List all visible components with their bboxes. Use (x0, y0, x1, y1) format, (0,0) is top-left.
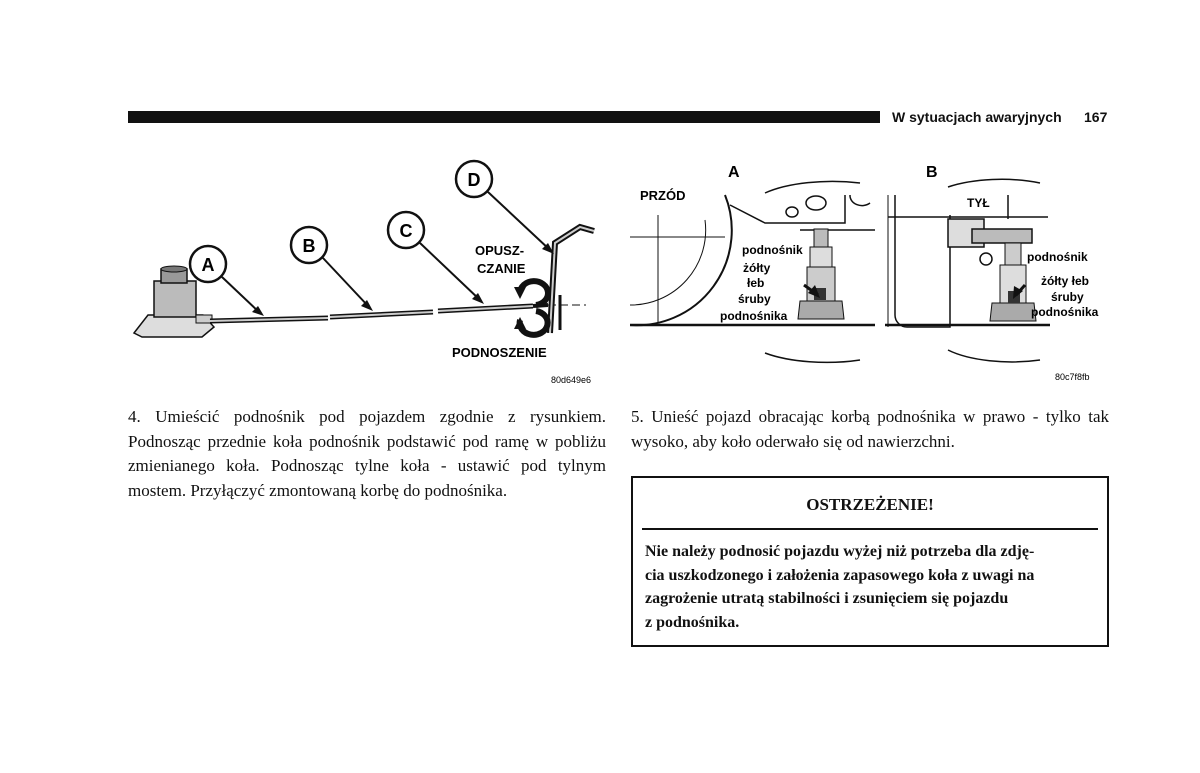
label-bolt-a-3: śruby (738, 292, 771, 306)
callout-b: B (289, 225, 373, 311)
svg-text:A: A (202, 255, 215, 275)
label-bolt-a-4: podnośnika (720, 309, 788, 323)
label-bolt-a-1: żółty (743, 261, 771, 275)
figure-jack-positions: A PRZÓD podnośnik (630, 155, 1110, 390)
warning-line-3: zagrożenie utratą stabilności i zsunięci… (645, 590, 1009, 607)
callout-d: D (454, 159, 554, 254)
crank-rods (209, 303, 586, 324)
label-rear: TYŁ (967, 196, 990, 210)
label-lowering-2: CZANIE (477, 261, 526, 276)
callout-c: C (386, 210, 484, 304)
panel-b: B TYŁ podnośnik żółty łeb śru (885, 164, 1099, 363)
step-5-text: 5. Unieść pojazd obracając korbą podnośn… (631, 407, 1109, 451)
figure-code-right: 80c7f8fb (1055, 372, 1090, 382)
label-front: PRZÓD (640, 188, 686, 203)
warning-divider (642, 528, 1098, 530)
step-4-text: 4. Umieścić podnośnik pod pojazdem zgodn… (128, 407, 606, 500)
warning-line-2: cia uszkodzonego i założenia zapasowego … (645, 566, 1035, 584)
header-rule (128, 111, 880, 123)
label-bolt-b-1: żółty łeb (1041, 274, 1089, 288)
figure-code-left: 80d649e6 (551, 375, 591, 385)
label-bolt-b-2: śruby (1051, 290, 1084, 304)
panel-a: A PRZÓD podnośnik (630, 164, 875, 364)
warning-line-4: z podnośnika. (645, 613, 740, 631)
label-jack-a: podnośnik (742, 243, 803, 257)
label-jack-b: podnośnik (1027, 250, 1088, 264)
warning-title: OSTRZEŻENIE! (806, 495, 934, 514)
warning-box: OSTRZEŻENIE! Nie należy podnosić pojazdu… (631, 476, 1109, 647)
callout-a: A (188, 244, 264, 316)
jack-positions-illustration: A PRZÓD podnośnik (630, 164, 1099, 382)
label-bolt-b-3: podnośnika (1031, 305, 1099, 319)
section-title: W sytuacjach awaryjnych (892, 109, 1062, 125)
label-lowering-1: OPUSZ- (475, 243, 524, 258)
svg-text:B: B (926, 164, 938, 181)
rotation-arrows (514, 278, 551, 338)
svg-text:C: C (400, 221, 413, 241)
label-raising: PODNOSZENIE (452, 345, 547, 360)
jack-assembly-illustration: A B C D OPUSZ- CZANIE PODNOSZENIE 80d649… (132, 159, 595, 385)
svg-text:B: B (303, 236, 316, 256)
svg-text:A: A (728, 164, 740, 181)
svg-text:D: D (468, 170, 481, 190)
warning-text: Nie należy podnosić pojazdu wyżej niż po… (645, 540, 1095, 634)
figure-jack-assembly: A B C D OPUSZ- CZANIE PODNOSZENIE 80d649… (128, 155, 608, 390)
crank-handle (547, 223, 595, 334)
page-number: 167 (1084, 109, 1108, 125)
bottle-jack (132, 265, 216, 338)
warning-line-1: Nie należy podnosić pojazdu wyżej niż po… (645, 543, 1035, 560)
label-bolt-a-2: łeb (747, 276, 764, 290)
